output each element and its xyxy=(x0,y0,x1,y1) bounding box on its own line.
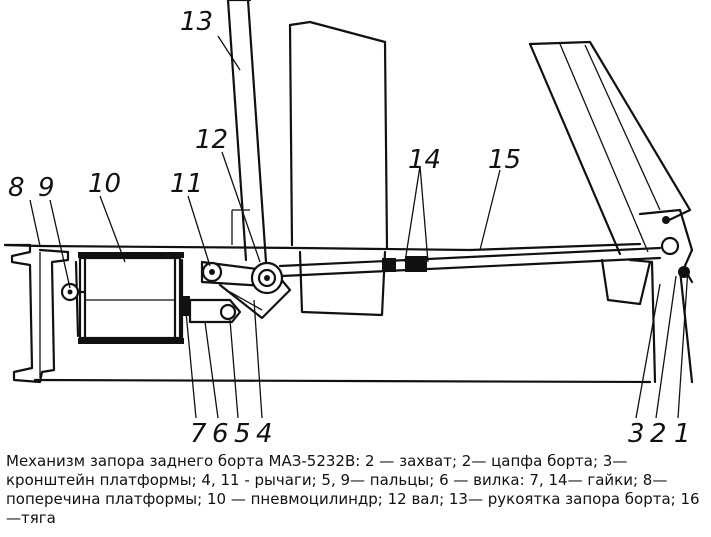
cross-member-8 xyxy=(3,243,70,384)
pneumatic-cylinder-10 xyxy=(70,252,184,344)
label-15: 15 xyxy=(488,145,521,175)
nuts-14 xyxy=(382,256,427,272)
label-14: 14 xyxy=(408,145,441,175)
lever-4 xyxy=(218,276,292,320)
label-12: 12 xyxy=(195,125,228,155)
rod-15 xyxy=(278,246,662,278)
grip-2 xyxy=(660,216,690,278)
label-1: 1 xyxy=(674,419,691,449)
label-4: 4 xyxy=(256,419,273,449)
pin-5 xyxy=(219,303,237,321)
center-post xyxy=(231,20,389,317)
shaft-12 xyxy=(250,261,284,295)
label-7: 7 xyxy=(190,419,207,449)
label-5: 5 xyxy=(234,419,251,449)
label-11: 11 xyxy=(170,169,203,199)
label-8: 8 xyxy=(8,173,25,203)
pin-9 xyxy=(60,282,80,302)
handle-13 xyxy=(226,0,268,264)
mechanism-diagram: 13 12 14 15 8 9 10 11 7 6 5 4 3 2 1 xyxy=(3,0,694,449)
label-3: 3 xyxy=(628,419,645,449)
rear-board xyxy=(528,40,692,306)
label-6: 6 xyxy=(212,419,229,449)
label-9: 9 xyxy=(38,173,55,203)
fork-6 xyxy=(180,296,242,324)
label-13: 13 xyxy=(180,7,213,37)
figure-caption: Механизм запора заднего борта МАЗ-5232В:… xyxy=(6,452,700,527)
leader-lines xyxy=(29,35,689,419)
label-10: 10 xyxy=(88,169,121,199)
label-2: 2 xyxy=(650,419,667,449)
